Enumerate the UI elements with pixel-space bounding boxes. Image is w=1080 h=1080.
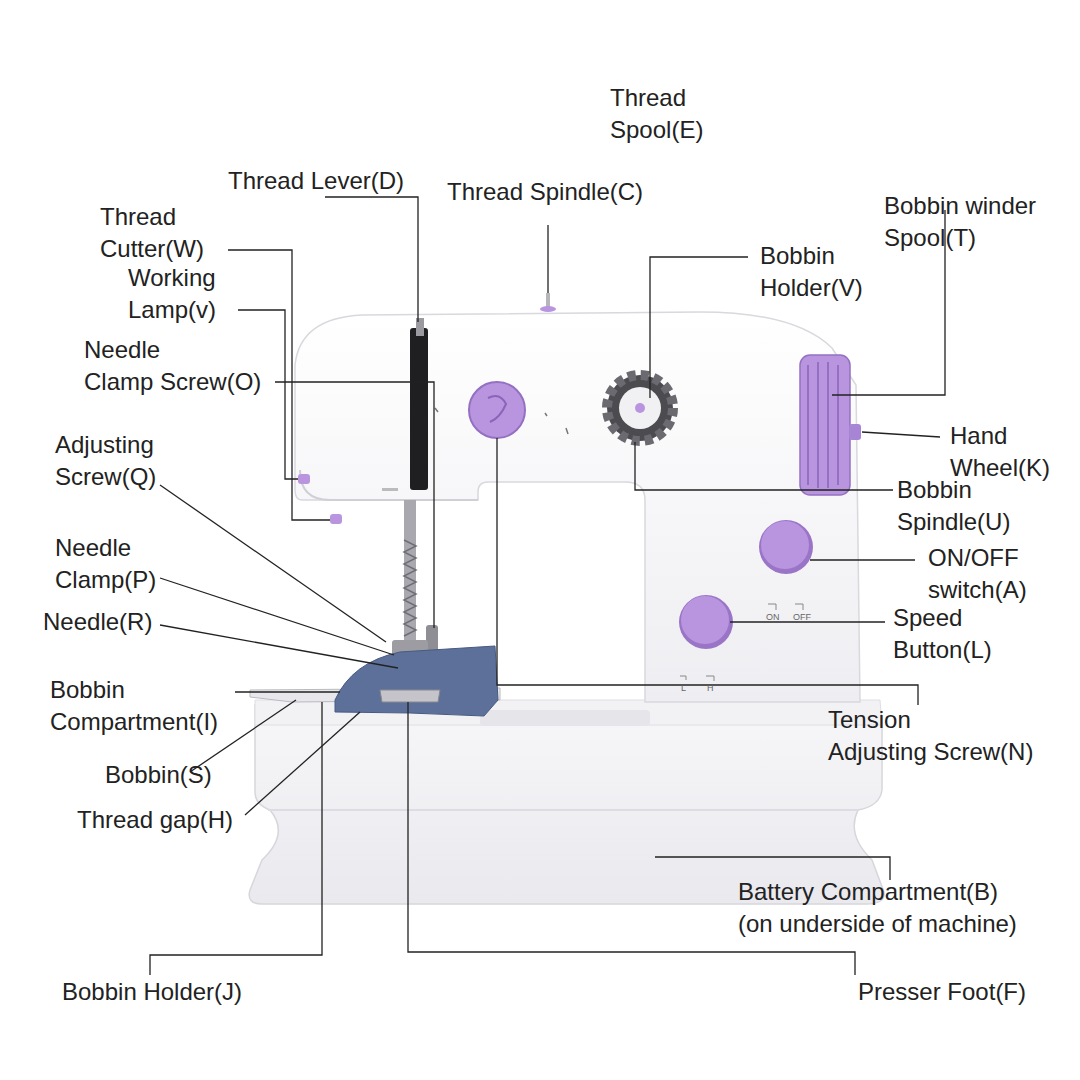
leader-line <box>160 625 398 668</box>
part-label: Battery Compartment(B) (on underside of … <box>738 876 1028 940</box>
tension-dial <box>469 382 525 438</box>
spindle-base <box>540 306 556 312</box>
gear-pin <box>635 403 645 413</box>
speed-shadow <box>679 595 733 649</box>
part-label: Bobbin Holder(V) <box>760 240 885 304</box>
leader-line <box>150 702 322 975</box>
onoff-button <box>761 521 809 569</box>
thread-guides <box>435 408 568 434</box>
cutter <box>330 514 342 524</box>
button-marking: H <box>707 683 714 693</box>
base-waist <box>268 809 858 811</box>
bed-slot <box>480 710 650 726</box>
button-marking: ON <box>766 612 780 622</box>
leader-line <box>160 578 394 655</box>
part-label: Thread Cutter(W) <box>100 201 225 265</box>
lamp-and-cutter <box>298 474 342 524</box>
small-marks <box>382 408 568 491</box>
leader-line <box>650 257 748 398</box>
leader-line <box>547 225 548 293</box>
machine-base <box>249 700 884 904</box>
arm-shape <box>295 312 860 702</box>
switch-shadow <box>759 520 813 574</box>
leader-line <box>245 712 360 815</box>
part-label: Bobbin Spindle(U) <box>897 474 1032 538</box>
part-label: Thread Spool(E) <box>610 82 730 146</box>
needle-bar <box>404 500 416 660</box>
bar-spring <box>404 540 416 636</box>
hand-wheel-knob <box>849 424 861 440</box>
leader-lines <box>150 197 945 975</box>
thread-spindle <box>540 293 556 312</box>
leader-line <box>655 857 890 880</box>
head-underside <box>300 470 478 500</box>
part-label: Speed Button(L) <box>893 602 1018 666</box>
button-marking: L <box>681 683 686 693</box>
part-label: Adjusting Screw(Q) <box>55 429 185 493</box>
part-label: Hand Wheel(K) <box>950 420 1065 484</box>
machine-arm <box>295 312 860 702</box>
leader-line <box>275 382 434 628</box>
bobbin-holder-gear <box>607 375 673 441</box>
button-icons <box>680 604 803 681</box>
lamp <box>298 474 310 484</box>
part-label: Needle Clamp Screw(O) <box>84 334 274 398</box>
leader-line <box>862 432 940 437</box>
part-label: Working Lamp(v) <box>128 262 248 326</box>
button-marking: OFF <box>793 612 811 622</box>
thread-lever <box>416 318 424 336</box>
gear-centre <box>619 387 661 429</box>
buttons <box>679 520 813 681</box>
part-label: Thread Lever(D) <box>228 165 404 197</box>
leader-line <box>325 197 418 322</box>
base-shape <box>249 705 884 904</box>
part-label: Bobbin Holder(J) <box>62 976 242 1008</box>
thread-lever-slot <box>410 328 428 490</box>
bobbin-winder <box>800 355 861 495</box>
part-label: Presser Foot(F) <box>858 976 1026 1008</box>
part-label: Needle Clamp(P) <box>55 532 175 596</box>
leader-line <box>497 438 918 705</box>
wheel-ridges <box>808 362 838 488</box>
presser-foot <box>380 690 440 702</box>
leader-line <box>235 691 340 692</box>
model-mark <box>382 488 398 491</box>
part-label: Bobbin winder Spool(T) <box>884 190 1064 254</box>
gear-teeth <box>607 375 673 441</box>
leader-line <box>160 485 386 642</box>
part-label: Bobbin(S) <box>105 759 212 791</box>
leader-line <box>635 442 893 490</box>
speed-button <box>681 596 729 644</box>
tension-knob <box>469 382 525 438</box>
tension-mark <box>488 396 506 422</box>
winder-wheel <box>800 355 850 495</box>
fabric <box>335 646 498 716</box>
part-label: Tension Adjusting Screw(N) <box>828 704 1053 768</box>
part-label: Bobbin Compartment(I) <box>50 674 240 738</box>
part-label: Thread Spindle(C) <box>447 176 643 208</box>
leader-line <box>810 559 915 560</box>
part-label: ON/OFF switch(A) <box>928 542 1058 606</box>
part-label: Thread gap(H) <box>77 804 233 836</box>
part-label: Needle(R) <box>43 606 152 638</box>
